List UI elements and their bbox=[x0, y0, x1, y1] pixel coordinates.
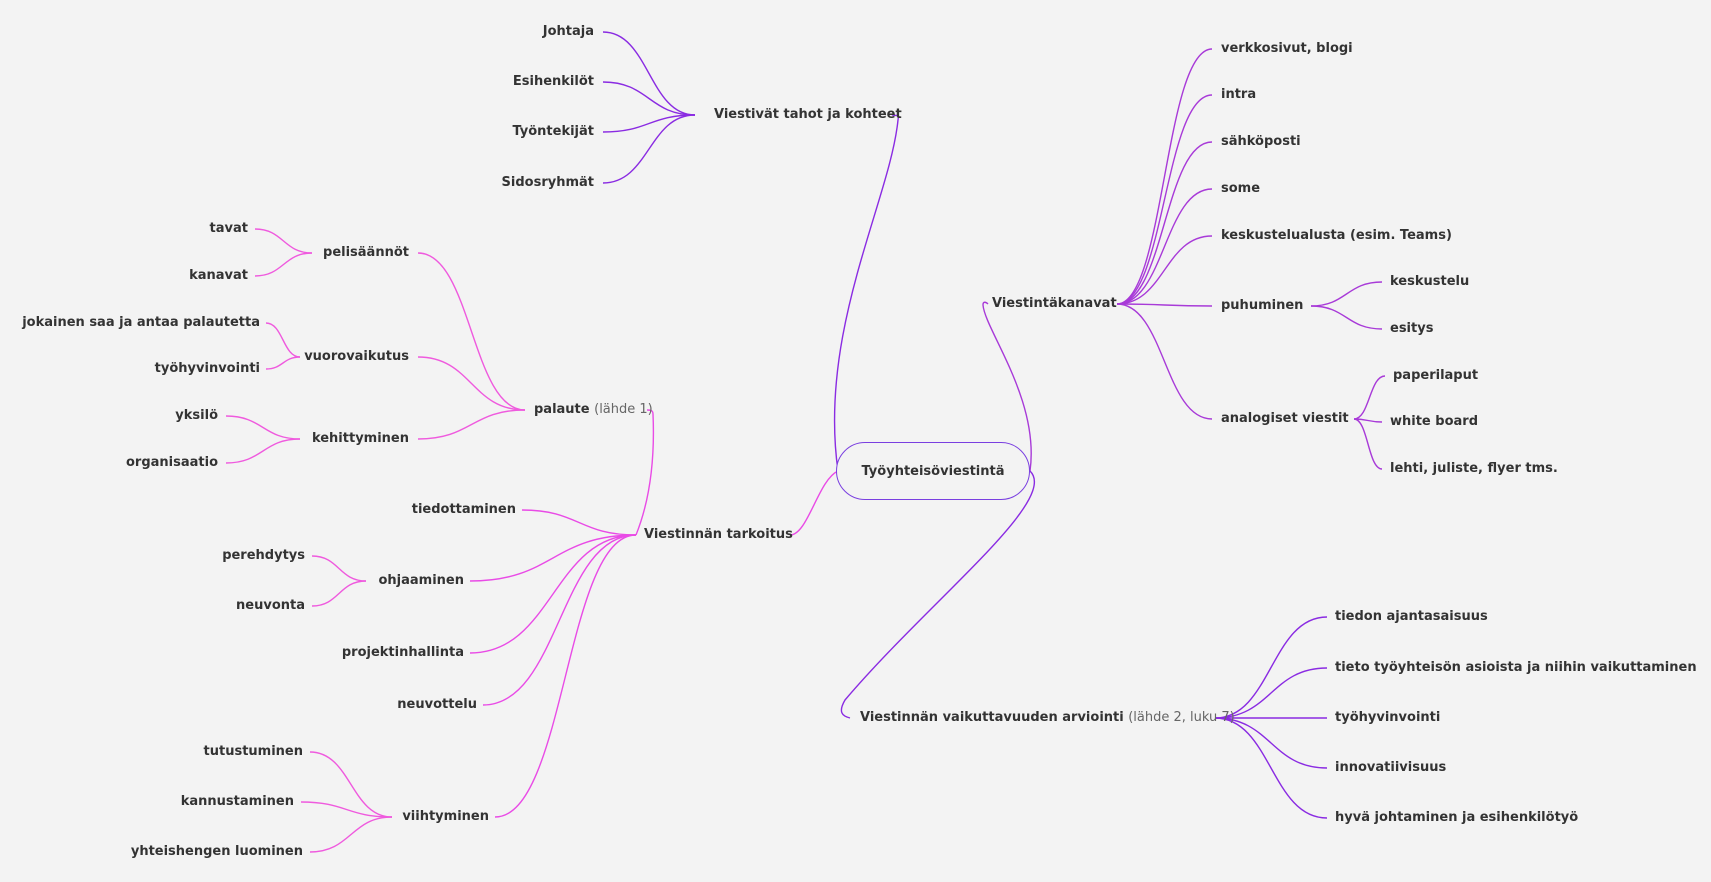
connector-vaikuttavuus-items bbox=[1214, 717, 1328, 819]
vaikuttavuus-label: Viestinnän vaikuttavuuden arviointi bbox=[860, 710, 1124, 725]
connector-puhuminen-items bbox=[1310, 305, 1383, 330]
connector-ohjaaminen-items bbox=[311, 580, 367, 607]
vaikuttavuus-tieto[interactable]: tieto työyhteisön asioista ja niihin vai… bbox=[1335, 660, 1697, 675]
vuorovaikutus-palautetta[interactable]: jokainen saa ja antaa palautetta bbox=[22, 315, 260, 330]
analogiset-lehti[interactable]: lehti, juliste, flyer tms. bbox=[1390, 461, 1558, 476]
palaute-note: (lähde 1) bbox=[594, 402, 653, 417]
connector-kehittyminen-items bbox=[225, 415, 301, 440]
connector-kehittyminen-items bbox=[225, 438, 301, 464]
connector-kanavat-items bbox=[1116, 48, 1213, 305]
connector-root-kanavat bbox=[982, 301, 1032, 472]
kanava-sahkoposti[interactable]: sähköposti bbox=[1221, 134, 1301, 149]
analogiset-white-board[interactable]: white board bbox=[1390, 414, 1479, 429]
kehittyminen-organisaatio[interactable]: organisaatio bbox=[125, 455, 218, 470]
puhuminen-esitys[interactable]: esitys bbox=[1390, 321, 1434, 336]
connector-vuorovaikutus-items bbox=[265, 356, 301, 370]
kanava-keskustelualusta[interactable]: keskustelualusta (esim. Teams) bbox=[1221, 228, 1452, 243]
connector-kanavat-items bbox=[1116, 188, 1213, 305]
root-node[interactable]: Työyhteisöviestintä bbox=[836, 442, 1030, 500]
connector-analogiset-items bbox=[1353, 418, 1383, 423]
connector-vaikuttavuus-items bbox=[1214, 667, 1328, 719]
connector-root-tarkoitus bbox=[789, 470, 839, 536]
connector-viihtyminen-items bbox=[309, 816, 393, 853]
connector-root-viestivat bbox=[833, 114, 899, 472]
tarkoitus-neuvottelu[interactable]: neuvottelu bbox=[397, 697, 477, 712]
puhuminen-keskustelu[interactable]: keskustelu bbox=[1390, 274, 1470, 289]
kanava-puhuminen[interactable]: puhuminen bbox=[1221, 298, 1304, 313]
connector-viestivat-items bbox=[602, 31, 696, 116]
connector-viestivat-items bbox=[602, 114, 696, 184]
connector-analogiset-items bbox=[1353, 375, 1386, 420]
connector-vuorovaikutus-items bbox=[265, 322, 301, 358]
ohjaaminen-perehdytys[interactable]: perehdytys bbox=[222, 548, 305, 563]
connector-kanavat-items bbox=[1116, 235, 1213, 305]
analogiset-paperilaput[interactable]: paperilaput bbox=[1393, 368, 1479, 383]
viihtyminen-tutustuminen[interactable]: tutustuminen bbox=[203, 744, 303, 759]
viestivat-sidosryhmat[interactable]: Sidosryhmät bbox=[501, 175, 594, 190]
connector-pelisaannot-items bbox=[254, 252, 313, 277]
connector-viihtyminen-items bbox=[309, 751, 393, 818]
viestivat-esihenkilot[interactable]: Esihenkilöt bbox=[512, 74, 594, 89]
vaikuttavuus-tyohyvinvointi[interactable]: työhyvinvointi bbox=[1335, 710, 1441, 725]
tarkoitus-palaute[interactable]: palaute (lähde 1) bbox=[534, 402, 653, 418]
connector-palaute-items bbox=[417, 252, 526, 411]
root-node-label: Työyhteisöviestintä bbox=[861, 463, 1005, 479]
connector-viestivat-items bbox=[602, 81, 696, 116]
viestivat-tyontekijat[interactable]: Työntekijät bbox=[512, 124, 594, 139]
tarkoitus-viihtyminen[interactable]: viihtyminen bbox=[402, 809, 489, 824]
palaute-kehittyminen[interactable]: kehittyminen bbox=[311, 431, 409, 446]
connector-pelisaannot-items bbox=[254, 228, 313, 254]
connector-tarkoitus-items bbox=[494, 534, 637, 818]
kanava-some[interactable]: some bbox=[1221, 181, 1261, 196]
connector-tarkoitus-items bbox=[521, 509, 637, 536]
connector-tarkoitus-items bbox=[469, 534, 637, 582]
palaute-label: palaute bbox=[534, 402, 590, 417]
vaikuttavuus-ajantasaisuus[interactable]: tiedon ajantasaisuus bbox=[1335, 609, 1488, 624]
connector-puhuminen-items bbox=[1310, 281, 1383, 307]
connector-analogiset-items bbox=[1353, 418, 1383, 470]
tarkoitus-tiedottaminen[interactable]: tiedottaminen bbox=[411, 502, 516, 517]
connector-vaikuttavuus-items bbox=[1214, 717, 1328, 769]
ohjaaminen-neuvonta[interactable]: neuvonta bbox=[236, 598, 305, 613]
viihtyminen-yhteishenki[interactable]: yhteishengen luominen bbox=[130, 844, 303, 859]
connector-kanavat-items bbox=[1116, 303, 1213, 420]
palaute-vuorovaikutus[interactable]: vuorovaikutus bbox=[304, 349, 409, 364]
kanava-intra[interactable]: intra bbox=[1221, 87, 1257, 102]
viestivat-johtaja[interactable]: Johtaja bbox=[542, 24, 594, 39]
connector-kanavat-items bbox=[1116, 303, 1213, 307]
connector-viestivat-items bbox=[602, 114, 696, 133]
kanava-verkkosivut[interactable]: verkkosivut, blogi bbox=[1221, 41, 1353, 56]
pelisaannot-kanavat[interactable]: kanavat bbox=[189, 268, 248, 283]
connector-palaute-items bbox=[417, 409, 526, 440]
connector-tarkoitus-items bbox=[469, 534, 637, 654]
vaikuttavuus-innovatiivisuus[interactable]: innovatiivisuus bbox=[1335, 760, 1447, 775]
palaute-pelisaannot[interactable]: pelisäännöt bbox=[323, 245, 409, 260]
viihtyminen-kannustaminen[interactable]: kannustaminen bbox=[180, 794, 294, 809]
connector-tarkoitus-items bbox=[482, 534, 637, 706]
connector-palaute-items bbox=[417, 356, 526, 411]
vaikuttavuus-note: (lähde 2, luku 7) bbox=[1128, 710, 1235, 725]
vuorovaikutus-tyohyvinvointi[interactable]: työhyvinvointi bbox=[154, 361, 260, 376]
kanava-analogiset[interactable]: analogiset viestit bbox=[1221, 411, 1349, 426]
tarkoitus-projektinhallinta[interactable]: projektinhallinta bbox=[341, 645, 464, 660]
connector-kanavat-items bbox=[1116, 141, 1213, 305]
branch-viestivat[interactable]: Viestivät tahot ja kohteet bbox=[714, 107, 902, 122]
connector-tarkoitus-palaute bbox=[635, 409, 655, 536]
connector-root-vaikuttavuus bbox=[840, 470, 1036, 719]
connector-viihtyminen-items bbox=[300, 801, 393, 818]
vaikuttavuus-johtaminen[interactable]: hyvä johtaminen ja esihenkilötyö bbox=[1335, 810, 1579, 825]
branch-vaikuttavuus[interactable]: Viestinnän vaikuttavuuden arviointi (läh… bbox=[860, 710, 1235, 726]
branch-viestinnan-tarkoitus[interactable]: Viestinnän tarkoitus bbox=[644, 527, 793, 542]
kehittyminen-yksilo[interactable]: yksilö bbox=[175, 408, 218, 423]
pelisaannot-tavat[interactable]: tavat bbox=[209, 221, 248, 236]
connector-kanavat-items bbox=[1116, 94, 1213, 305]
tarkoitus-ohjaaminen[interactable]: ohjaaminen bbox=[378, 573, 464, 588]
connector-ohjaaminen-items bbox=[311, 555, 367, 582]
branch-viestintakanavat[interactable]: Viestintäkanavat bbox=[992, 296, 1117, 311]
connector-vaikuttavuus-items bbox=[1214, 616, 1328, 719]
